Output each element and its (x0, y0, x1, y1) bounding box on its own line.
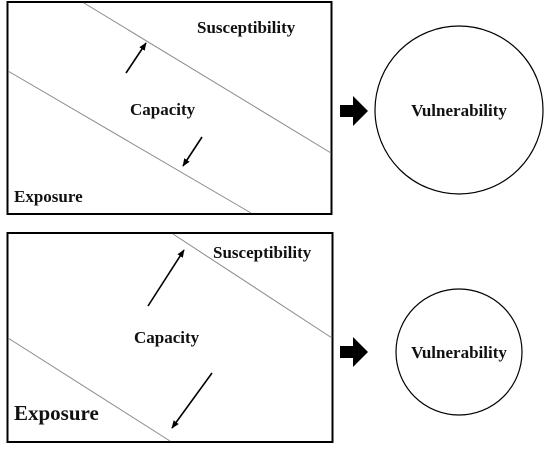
bottom-vulnerability-circle (395, 288, 523, 416)
top-arrow-down-icon (182, 136, 203, 167)
top-susceptibility-label: Susceptibility (197, 18, 296, 37)
top-arrow-up-icon (125, 42, 147, 74)
top-capacity-label: Capacity (130, 100, 196, 119)
bottom-arrow-up-icon (147, 249, 185, 307)
bottom-vulnerability-label: Vulnerability (411, 343, 507, 362)
bottom-panel: Susceptibility Capacity Exposure Vulnera… (6, 232, 523, 443)
top-vulnerability-label: Vulnerability (411, 101, 507, 120)
top-panel-frame (6, 1, 333, 215)
bottom-band-lower-line (7, 337, 171, 442)
bottom-susceptibility-label: Susceptibility (213, 243, 312, 262)
bottom-arrow-down-icon (171, 372, 213, 429)
top-block-arrow-icon (340, 96, 368, 126)
top-band-lower-line (7, 70, 252, 214)
top-panel: Susceptibility Capacity Exposure Vulnera… (6, 1, 544, 215)
bottom-block-arrow-icon (340, 337, 368, 367)
bottom-exposure-label: Exposure (14, 401, 99, 425)
bottom-band-upper-line (172, 233, 333, 339)
top-vulnerability-circle (374, 25, 544, 195)
bottom-panel-frame (6, 232, 334, 443)
top-exposure-label: Exposure (14, 187, 83, 206)
bottom-capacity-label: Capacity (134, 328, 200, 347)
top-band-upper-line (83, 2, 332, 154)
